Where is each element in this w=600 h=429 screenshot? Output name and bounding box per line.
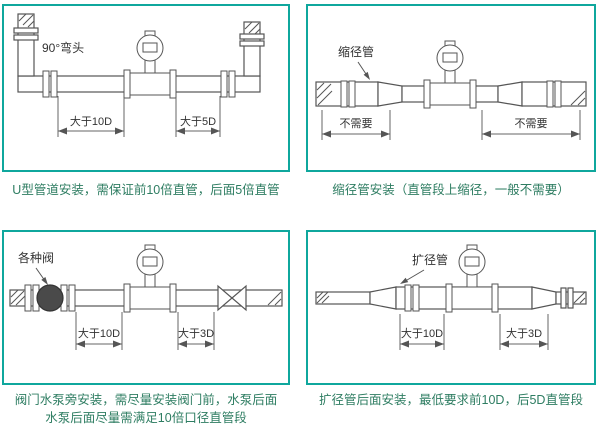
- panel-frame-u-shape: 90°弯头 大于10D 大于5D: [2, 4, 290, 172]
- panel-frame-reducer: 缩径管 不需要 不需要: [306, 4, 596, 172]
- dimension-right: 大于3D: [499, 314, 549, 350]
- panel-reducer: 缩径管 不需要 不需要: [306, 4, 596, 230]
- valve-label: 各种阀: [18, 250, 54, 265]
- dim-right-label: 大于5D: [180, 114, 216, 128]
- valve-pump-diagram: 各种阀 大于10D: [9, 244, 283, 350]
- dimension-left: 大于10D: [57, 96, 125, 137]
- flange-joints: [404, 284, 574, 312]
- caption-expander: 扩径管后面安装，最低要求前10D，后5D直管段: [306, 385, 596, 429]
- part-label-group: 扩径管: [400, 252, 448, 284]
- expander-label: 扩径管: [412, 252, 448, 267]
- dim-left-label: 大于10D: [78, 326, 120, 340]
- panel-frame-expander: 扩径管 大于10D 大于: [306, 230, 596, 385]
- caption-line: 扩径管后面安装，最低要求前10D，后5D直管段: [319, 393, 583, 407]
- valve-icon: [36, 284, 64, 312]
- part-label-group: 各种阀: [18, 250, 54, 285]
- dimension-left: 不需要: [321, 110, 391, 140]
- dimension-right: 大于5D: [175, 96, 221, 137]
- caption-reducer: 缩径管安装（直管段上缩径，一般不需要）: [306, 172, 596, 230]
- pipe-end-hatch: [18, 13, 261, 36]
- panel-u-shape: 90°弯头 大于10D 大于5D: [2, 4, 290, 230]
- part-label-group: 缩径管: [338, 44, 374, 80]
- dimension-left: 大于10D: [399, 314, 445, 350]
- gate-valve-icon: [217, 284, 247, 312]
- dim-left-label: 大于10D: [70, 114, 112, 128]
- caption-line: 缩径管安装（直管段上缩径，一般不需要）: [332, 183, 570, 197]
- caption-u-shape: U型管道安装，需保证前10倍直管，后面5倍直管: [2, 172, 290, 230]
- dim-right-label: 不需要: [515, 117, 548, 130]
- dim-left-label: 大于10D: [401, 326, 443, 340]
- dim-right-label: 大于3D: [506, 326, 542, 340]
- pipe-end-hatch: [10, 289, 282, 306]
- flange-joints: [13, 27, 265, 98]
- dimension-right: 大于3D: [177, 312, 215, 350]
- caption-line: 阀门水泵旁安装，需尽量安装阀门前，水泵后面: [14, 393, 278, 407]
- panel-frame-valve-pump: 各种阀 大于10D: [2, 230, 290, 385]
- caption-valve-pump: 阀门水泵旁安装，需尽量安装阀门前，水泵后面 水泵后面尽量需满足10倍口径直管段: [2, 385, 290, 429]
- dimension-left: 大于10D: [75, 312, 123, 350]
- flowmeter-icon: [423, 40, 477, 109]
- panel-expander: 扩径管 大于10D 大于: [306, 230, 596, 429]
- caption-line: U型管道安装，需保证前10倍直管，后面5倍直管: [12, 183, 280, 197]
- u-shape-diagram: 90°弯头 大于10D 大于5D: [13, 13, 265, 137]
- panel-valve-pump: 各种阀 大于10D: [2, 230, 290, 429]
- dim-right-label: 大于3D: [178, 326, 214, 340]
- flowmeter-icon: [123, 244, 177, 313]
- dimension-right: 不需要: [481, 110, 581, 140]
- reducer-diagram: 缩径管 不需要 不需要: [315, 40, 587, 140]
- pipe-end-hatch: [316, 82, 586, 106]
- flowmeter-icon: [445, 244, 499, 313]
- reducer-label: 缩径管: [338, 44, 374, 59]
- bend-label: 90°弯头: [42, 40, 84, 55]
- dim-left-label: 不需要: [340, 117, 373, 130]
- expander-diagram: 扩径管 大于10D 大于: [315, 244, 587, 350]
- pipe-end-hatch: [316, 291, 586, 304]
- flowmeter-icon: [123, 30, 177, 99]
- caption-line-2: 水泵后面尽量需满足10倍口径直管段: [45, 411, 247, 426]
